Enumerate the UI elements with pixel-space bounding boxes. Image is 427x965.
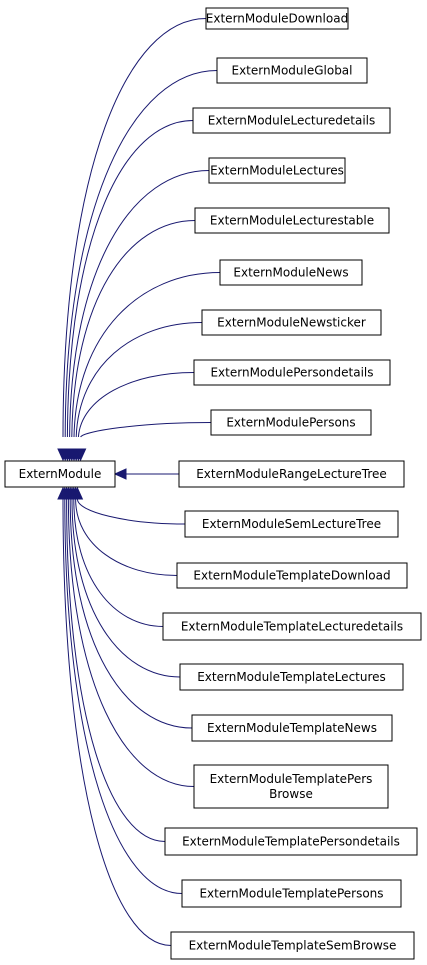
node-extern-module-lecturedetails-label: ExternModuleLecturedetails (208, 114, 376, 128)
edge-extern-module-template-lectures (71, 498, 181, 678)
node-extern-module-range-lecture-tree-label: ExternModuleRangeLectureTree (196, 467, 387, 481)
edge-extern-module-template-download (75, 498, 178, 576)
edge-extern-module-sem-lecture-tree (76, 498, 186, 525)
node-extern-module-template-persondetails[interactable]: ExternModuleTemplatePersondetails (164, 827, 418, 856)
edge-extern-module-download (62, 18, 207, 438)
node-extern-module-sem-lecture-tree-label: ExternModuleSemLectureTree (202, 517, 381, 531)
inheritance-edges (57, 18, 221, 946)
node-extern-module-template-news[interactable]: ExternModuleTemplateNews (191, 714, 393, 742)
edge-extern-module-lecturestable (71, 220, 196, 438)
node-extern-module-download-label: ExternModuleDownload (206, 12, 348, 26)
edge-extern-module-template-persons (64, 498, 183, 894)
node-extern-module-lecturedetails[interactable]: ExternModuleLecturedetails (192, 107, 391, 134)
node-extern-module-template-persons[interactable]: ExternModuleTemplatePersons (181, 879, 402, 908)
node-extern-module-template-sem-browse[interactable]: ExternModuleTemplateSemBrowse (170, 931, 415, 960)
node-extern-module-newsticker[interactable]: ExternModuleNewsticker (201, 309, 382, 336)
node-extern-module-lecturestable-label: ExternModuleLecturestable (210, 214, 374, 228)
arrowhead-extern-module-range-lecture-tree (113, 468, 127, 480)
node-extern-module-template-news-label: ExternModuleTemplateNews (207, 721, 377, 735)
node-extern-module-template-lecturedetails-label: ExternModuleTemplateLecturedetails (181, 620, 403, 634)
node-extern-module-template-download[interactable]: ExternModuleTemplateDownload (176, 562, 408, 589)
node-extern-module-sem-lecture-tree[interactable]: ExternModuleSemLectureTree (184, 510, 399, 538)
class-nodes: ExternModule ExternModuleDownloadExternM… (4, 7, 422, 960)
node-extern-module-global[interactable]: ExternModuleGlobal (216, 57, 368, 84)
edge-extern-module-lectures (69, 170, 210, 438)
node-extern-module-persondetails-label: ExternModulePersondetails (210, 366, 373, 380)
edge-extern-module-persondetails (77, 372, 195, 438)
edge-extern-module-template-persondetails (66, 498, 166, 842)
node-base-class-label: ExternModule (19, 467, 102, 481)
node-extern-module-template-persondetails-label: ExternModuleTemplatePersondetails (182, 835, 400, 849)
node-extern-module-persondetails[interactable]: ExternModulePersondetails (193, 359, 391, 386)
edge-extern-module-persons (80, 422, 212, 438)
node-extern-module-news-label: ExternModuleNews (233, 266, 348, 280)
arrowhead-extern-module-template-sem-browse (57, 486, 69, 500)
node-extern-module-download[interactable]: ExternModuleDownload (205, 7, 349, 30)
node-extern-module-global-label: ExternModuleGlobal (231, 64, 352, 78)
node-extern-module-news[interactable]: ExternModuleNews (219, 259, 363, 286)
edge-extern-module-lecturedetails (66, 120, 194, 438)
node-extern-module-persons[interactable]: ExternModulePersons (210, 409, 372, 436)
node-extern-module-template-lecturedetails[interactable]: ExternModuleTemplateLecturedetails (162, 612, 422, 641)
node-extern-module-template-pers-browse-label-2: Browse (269, 787, 313, 801)
node-extern-module-template-sem-browse-label: ExternModuleTemplateSemBrowse (189, 939, 397, 953)
node-extern-module-template-lectures-label: ExternModuleTemplateLectures (197, 670, 386, 684)
edge-extern-module-news (73, 272, 221, 438)
node-extern-module-template-download-label: ExternModuleTemplateDownload (193, 569, 390, 583)
node-extern-module-lectures-label: ExternModuleLectures (210, 164, 344, 178)
edge-extern-module-newsticker (75, 322, 203, 438)
node-extern-module-template-persons-label: ExternModuleTemplatePersons (199, 887, 383, 901)
node-extern-module-template-pers-browse-label-1: ExternModuleTemplatePers (210, 772, 373, 786)
node-extern-module-newsticker-label: ExternModuleNewsticker (217, 316, 366, 330)
node-extern-module-range-lecture-tree[interactable]: ExternModuleRangeLectureTree (178, 460, 405, 488)
edge-extern-module-global (64, 70, 218, 438)
arrowhead-extern-module-persons (74, 448, 87, 462)
edge-extern-module-template-news (69, 498, 193, 729)
edge-extern-module-template-sem-browse (62, 498, 172, 946)
node-extern-module-persons-label: ExternModulePersons (226, 416, 355, 430)
edge-extern-module-template-lecturedetails (73, 498, 164, 627)
node-extern-module-lectures[interactable]: ExternModuleLectures (208, 157, 346, 184)
edge-extern-module-template-pers-browse (67, 498, 195, 787)
node-base-class[interactable]: ExternModule (4, 460, 116, 488)
node-extern-module-lecturestable[interactable]: ExternModuleLecturestable (194, 207, 390, 234)
node-extern-module-template-lectures[interactable]: ExternModuleTemplateLectures (179, 663, 404, 691)
